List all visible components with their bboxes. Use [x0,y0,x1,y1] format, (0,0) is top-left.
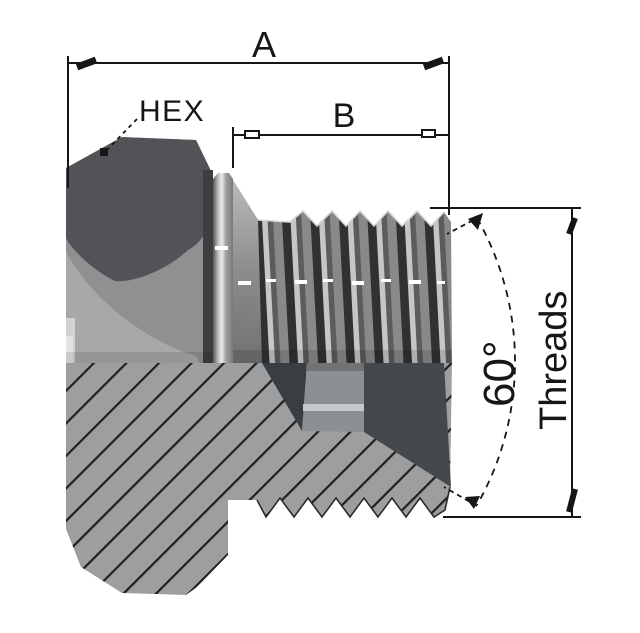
section-teeth-outline [256,486,451,519]
hex-head-light-facet [66,252,200,363]
thread-angle-flank-top [446,215,482,235]
socket-right-wall [364,363,451,487]
thread-cut-shadow [233,350,452,363]
dim-b-ticks [244,129,436,139]
dimension-lines [67,56,581,518]
thread-angle-flank-bottom [443,486,478,507]
hex-edge-glint-bright [66,336,73,363]
thread-profile [233,180,452,363]
socket-floor-shadow [307,363,364,371]
washer-face [213,173,233,363]
hex-cut-shadow [66,352,212,363]
dim-a-label: A [252,24,276,65]
thread-chamfer [233,180,262,363]
hex-washer-seam [203,170,213,363]
hex-callout-label: HEX [139,95,205,128]
dim-threads-ticks [566,216,578,513]
thread-angle-arc [476,217,516,506]
socket-floor [302,363,364,432]
thread-glints [215,246,445,285]
threads-label: Threads [533,291,575,430]
thread-crest-highlight [257,209,445,228]
socket-left-wall [262,363,307,431]
hex-leader-dot [100,148,108,156]
dim-b-label: B [333,97,356,135]
socket-floor-highlight [303,404,364,411]
thread-angle-arrow-bottom [465,496,480,509]
hex-head-top-facet [66,137,212,282]
thread-angle-arrow-top [468,213,483,230]
dim-a-ticks [75,56,445,71]
thread-angle-label: 60° [475,340,524,407]
